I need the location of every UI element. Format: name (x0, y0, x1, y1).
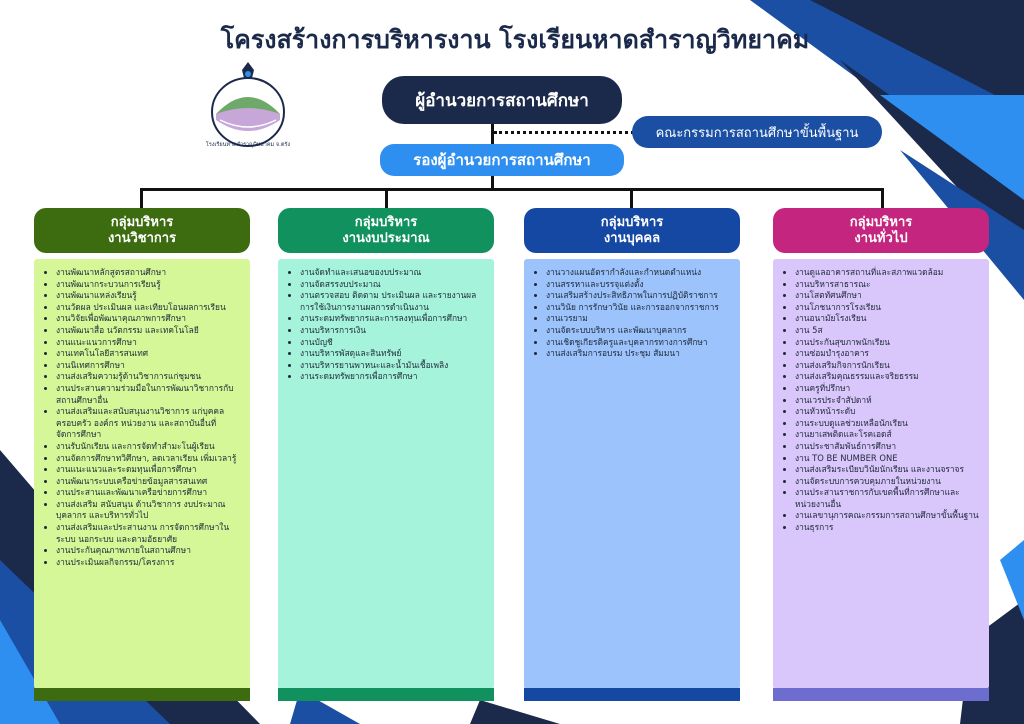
list-item: งานจัดทำและเสนอของบประมาณ (300, 267, 484, 279)
list-item: งานเวรยาม (546, 313, 730, 325)
group-head-personnel: กลุ่มบริหาร งานบุคคล (524, 208, 740, 253)
list-item: งานเวรประจำสัปดาห์ (795, 395, 979, 407)
list-item: งานประชาสัมพันธ์การศึกษา (795, 441, 979, 453)
list-item: งาน 5ส (795, 325, 979, 337)
panel-footer-academic (34, 688, 250, 701)
group-title-line1: กลุ่มบริหาร (600, 214, 664, 230)
list-item: งานวางแผนอัตรากำลังและกำหนดตำแหน่ง (546, 267, 730, 279)
list-item: งานจัดระบบการควบคุมภายในหน่วยงาน (795, 476, 979, 488)
list-item: งานเลขานุการคณะกรรมการสถานศึกษาขั้นพื้นฐ… (795, 510, 979, 522)
list-item: งานส่งเสริมและสนับสนุนงานวิชาการ แก่บุคค… (56, 406, 240, 441)
panel-general: งานดูแลอาคารสถานที่และสภาพแวดล้อมงานบริห… (773, 259, 989, 689)
group-title-line2: งานงบประมาณ (342, 230, 430, 246)
list-item: งานบัญชี (300, 337, 484, 349)
list-item: งานส่งเสริม สนับสนุน ด้านวิชาการ งบประมา… (56, 499, 240, 522)
list-item: งานพัฒนากระบวนการเรียนรู้ (56, 279, 240, 291)
list-item: งานระดมทรัพยากรและการลงทุนเพื่อการศึกษา (300, 313, 484, 325)
list-item: งานดูแลอาคารสถานที่และสภาพแวดล้อม (795, 267, 979, 279)
list-item: งานส่งเสริมกิจการนักเรียน (795, 360, 979, 372)
list-item: งานประสานราชการกับเขตพื้นที่การศึกษาและห… (795, 487, 979, 510)
school-logo: โรงเรียนหาดสำราญวิทยาคม จ.ตรัง (206, 62, 290, 148)
list-item: งานระดมทรัพยากรเพื่อการศึกษา (300, 371, 484, 383)
list-item: งานประสานและพัฒนาเครือข่ายการศึกษา (56, 487, 240, 499)
list-item: งานครูที่ปรึกษา (795, 383, 979, 395)
deputy-box: รองผู้อำนวยการสถานศึกษา (380, 144, 624, 176)
list-item: งานสรรหาและบรรจุแต่งตั้ง (546, 279, 730, 291)
panel-budget: งานจัดทำและเสนอของบประมาณงานจัดสรรงบประม… (278, 259, 494, 689)
group-title-line2: งานทั่วไป (854, 230, 908, 246)
group-head-general: กลุ่มบริหาร งานทั่วไป (773, 208, 989, 253)
list-item: งานจัดสรรงบประมาณ (300, 279, 484, 291)
group-title-line2: งานบุคคล (603, 230, 661, 246)
group-head-budget: กลุ่มบริหาร งานงบประมาณ (278, 208, 494, 253)
panel-footer-general (773, 688, 989, 701)
list-item: งานระบบดูแลช่วยเหลือนักเรียน (795, 418, 979, 430)
list-item: งานตรวจสอบ ติดตาม ประเมินผล และรายงานผลก… (300, 290, 484, 313)
group-head-academic: กลุ่มบริหาร งานวิชาการ (34, 208, 250, 253)
list-item: งานส่งเสริมคุณธรรมและจริยธรรม (795, 371, 979, 383)
group-title-line1: กลุ่มบริหาร (849, 214, 913, 230)
connector-horizontal (140, 188, 884, 191)
connector-general (881, 188, 884, 210)
list-item: งานหัวหน้าระดับ (795, 406, 979, 418)
connector-budget (385, 188, 388, 210)
list-item: งานจัดระบบบริหาร และพัฒนาบุคลากร (546, 325, 730, 337)
list-item: งานธุรการ (795, 522, 979, 534)
list-item: งานส่งเสริมและประสานงาน การจัดการศึกษาใน… (56, 522, 240, 545)
panel-footer-personnel (524, 688, 740, 701)
list-item: งานประกันสุขภาพนักเรียน (795, 337, 979, 349)
list-item: งานบริหารการเงิน (300, 325, 484, 337)
list-item: งานส่งเสริมระเบียบวินัยนักเรียน และงานจร… (795, 464, 979, 476)
list-item: งานยาเสพติดและโรคเอดส์ (795, 429, 979, 441)
connector-academic (140, 188, 143, 210)
list-item: งานประเมินผลกิจกรรม/โครงการ (56, 557, 240, 569)
list-item: งานโภชนาการโรงเรียน (795, 302, 979, 314)
list-item: งานแนะแนวและระดมทุนเพื่อการศึกษา (56, 464, 240, 476)
connector-personnel (630, 188, 633, 210)
list-item: งานประกันคุณภาพภายในสถานศึกษา (56, 545, 240, 557)
list-item: งานวินัย การรักษาวินัย และการออกจากราชกา… (546, 302, 730, 314)
list-budget: งานจัดทำและเสนอของบประมาณงานจัดสรรงบประม… (286, 267, 484, 383)
list-item: งานโสตทัศนศึกษา (795, 290, 979, 302)
panel-footer-budget (278, 688, 494, 701)
committee-box: คณะกรรมการสถานศึกษาขั้นพื้นฐาน (632, 116, 882, 148)
panel-personnel: งานวางแผนอัตรากำลังและกำหนดตำแหน่งงานสรร… (524, 259, 740, 689)
list-item: งานจัดการศึกษาทวิศึกษา, ลดเวลาเรียน เพิ่… (56, 453, 240, 465)
panel-academic: งานพัฒนาหลักสูตรสถานศึกษางานพัฒนากระบวนก… (34, 259, 250, 689)
list-item: งานพัฒนาหลักสูตรสถานศึกษา (56, 267, 240, 279)
list-personnel: งานวางแผนอัตรากำลังและกำหนดตำแหน่งงานสรร… (532, 267, 730, 360)
list-item: งานซ่อมบำรุงอาคาร (795, 348, 979, 360)
group-title-line1: กลุ่มบริหาร (110, 214, 174, 230)
list-item: งาน TO BE NUMBER ONE (795, 453, 979, 465)
list-academic: งานพัฒนาหลักสูตรสถานศึกษางานพัฒนากระบวนก… (42, 267, 240, 568)
list-item: งานวิจัยเพื่อพัฒนาคุณภาพการศึกษา (56, 313, 240, 325)
list-item: งานส่งเสริมการอบรม ประชุม สัมมนา (546, 348, 730, 360)
list-item: งานพัฒนาแหล่งเรียนรู้ (56, 290, 240, 302)
list-item: งานประสานความร่วมมือในการพัฒนาวิชาการกับ… (56, 383, 240, 406)
list-general: งานดูแลอาคารสถานที่และสภาพแวดล้อมงานบริห… (781, 267, 979, 534)
group-title-line2: งานวิชาการ (107, 230, 177, 246)
list-item: งานบริหารยานพาหนะและน้ำมันเชื้อเพลิง (300, 360, 484, 372)
list-item: งานนิเทศการศึกษา (56, 360, 240, 372)
list-item: งานพัฒนาสื่อ นวัตกรรม และเทคโนโลยี (56, 325, 240, 337)
list-item: งานพัฒนาระบบเครือข่ายข้อมูลสารสนเทศ (56, 476, 240, 488)
list-item: งานรับนักเรียน และการจัดทำสำมะโนผู้เรียน (56, 441, 240, 453)
list-item: งานเสริมสร้างประสิทธิภาพในการปฏิบัติราชก… (546, 290, 730, 302)
page-title: โครงสร้างการบริหารงาน โรงเรียนหาดสำราญวิ… (220, 25, 810, 54)
list-item: งานบริหารสาธารณะ (795, 279, 979, 291)
list-item: งานแนะแนวการศึกษา (56, 337, 240, 349)
connector-committee (494, 131, 634, 134)
list-item: งานอนามัยโรงเรียน (795, 313, 979, 325)
list-item: งานส่งเสริมความรู้ด้านวิชาการแก่ชุมชน (56, 371, 240, 383)
list-item: งานเทคโนโลยีสารสนเทศ (56, 348, 240, 360)
director-box: ผู้อำนวยการสถานศึกษา (382, 76, 622, 124)
list-item: งานเชิดชูเกียรติครูและบุคลากรทางการศึกษา (546, 337, 730, 349)
list-item: งานวัดผล ประเมินผล และเทียบโอนผลการเรียน (56, 302, 240, 314)
list-item: งานบริหารพัสดุและสินทรัพย์ (300, 348, 484, 360)
group-title-line1: กลุ่มบริหาร (354, 214, 418, 230)
logo-text: โรงเรียนหาดสำราญวิทยาคม จ.ตรัง (206, 140, 290, 148)
